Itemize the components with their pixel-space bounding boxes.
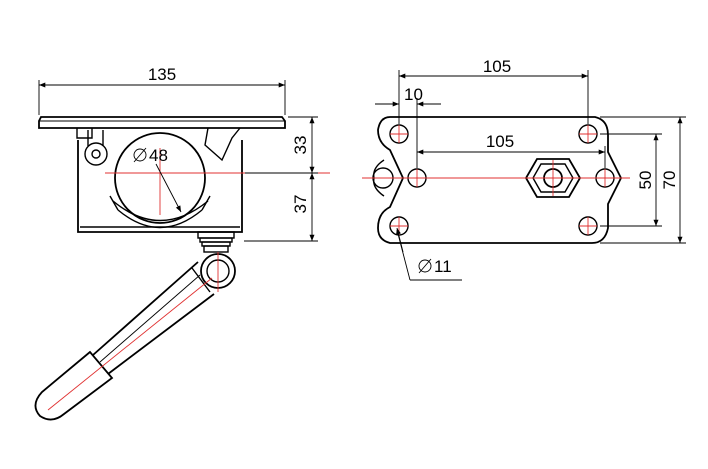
tube-clamp bbox=[114, 132, 206, 224]
top-view bbox=[362, 116, 630, 244]
dim-side-lower: 37 bbox=[291, 195, 310, 214]
diameter-symbol-icon bbox=[418, 258, 432, 274]
spring-bolt bbox=[197, 231, 235, 253]
dim-side-upper: 33 bbox=[291, 136, 310, 155]
dim-top-hole-spacing-mid: 105 bbox=[486, 132, 514, 151]
dim-top-hole-diameter: 11 bbox=[434, 257, 452, 276]
top-dimensions: 105 10 105 50 70 11 bbox=[375, 57, 686, 281]
pin-ear bbox=[84, 142, 108, 166]
clamp-housing bbox=[77, 140, 243, 233]
dim-top-offset: 10 bbox=[404, 85, 423, 104]
dim-top-outer-height: 70 bbox=[660, 171, 679, 190]
dim-top-inner-height: 50 bbox=[636, 171, 655, 190]
dim-top-hole-spacing: 105 bbox=[483, 57, 511, 76]
side-view bbox=[34, 116, 330, 421]
mounting-plate bbox=[38, 116, 286, 129]
dim-side-tube-diameter: 48 bbox=[149, 146, 168, 165]
diameter-symbol-icon bbox=[133, 147, 147, 163]
dim-side-width: 135 bbox=[148, 65, 176, 84]
lever-grip bbox=[34, 350, 114, 421]
side-dimensions: 135 33 37 48 bbox=[38, 65, 318, 242]
top-plate-outline bbox=[377, 116, 623, 244]
lever-shaft bbox=[92, 261, 215, 375]
